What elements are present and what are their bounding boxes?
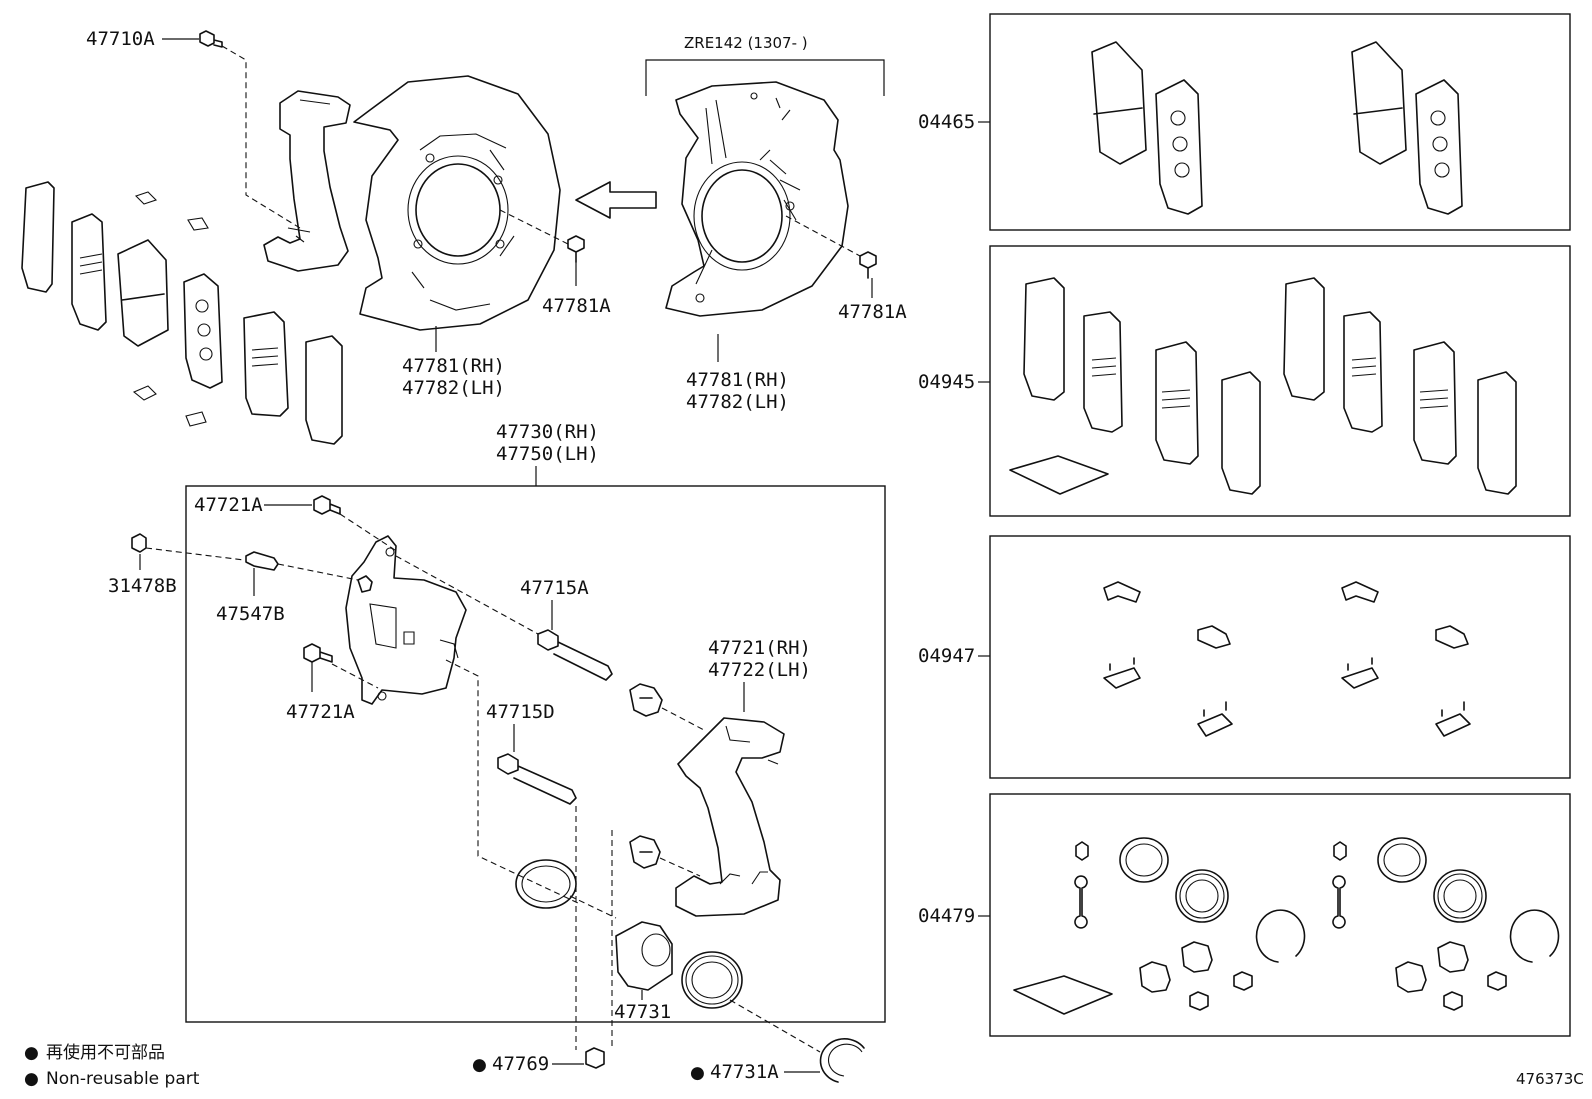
- label-47715D[interactable]: 47715D: [486, 701, 555, 723]
- nut-47769[interactable]: [585, 1047, 605, 1069]
- caliper-body[interactable]: [345, 535, 467, 705]
- pin-boot-upper[interactable]: [629, 683, 663, 717]
- label-47721A-2[interactable]: 47721A: [286, 701, 355, 723]
- bolt-47721A-lower[interactable]: [303, 643, 333, 663]
- bleeder-cap-31478B[interactable]: [131, 533, 147, 553]
- header-note-zre142: ZRE142 (1307- ): [684, 34, 808, 52]
- label-kit-04465[interactable]: 04465: [918, 111, 975, 133]
- label-47781A-1[interactable]: 47781A: [542, 295, 611, 317]
- label-47547B[interactable]: 47547B: [216, 603, 285, 625]
- kit-box-04945: [989, 245, 1571, 517]
- legend-en: Non-reusable part: [46, 1069, 200, 1089]
- kit-box-04947: [989, 535, 1571, 779]
- legend-marker-1: ●: [24, 1043, 39, 1063]
- nonreusable-marker-47731A: ●: [690, 1063, 705, 1083]
- legend: ● 再使用不可部品 ● Non-reusable part: [24, 1042, 200, 1089]
- label-47750-lh[interactable]: 47750(LH): [496, 443, 599, 465]
- label-47721-rh[interactable]: 47721(RH): [708, 637, 811, 659]
- legend-marker-2: ●: [24, 1069, 39, 1089]
- mounting-bracket-ghost: [263, 90, 351, 272]
- label-kit-04947[interactable]: 04947: [918, 645, 975, 667]
- label-47769[interactable]: 47769: [492, 1053, 549, 1075]
- label-47782-lh-2[interactable]: 47782(LH): [686, 391, 789, 413]
- piston-dust-boot[interactable]: [681, 951, 743, 1009]
- slide-pin-47715D[interactable]: [497, 753, 577, 805]
- dust-shield-2[interactable]: [665, 81, 849, 317]
- arrow-left-icon: [575, 181, 657, 219]
- slide-pin-47715A[interactable]: [537, 629, 613, 681]
- label-47782-lh-1[interactable]: 47782(LH): [402, 377, 505, 399]
- caliper-assembly-box: [185, 485, 886, 1023]
- label-47781-rh-1[interactable]: 47781(RH): [402, 355, 505, 377]
- diagram-code: 476373C: [1516, 1070, 1584, 1088]
- kit-box-04479: [989, 793, 1571, 1037]
- bleeder-plug-47547B[interactable]: [245, 551, 279, 571]
- label-47731[interactable]: 47731: [614, 1001, 671, 1023]
- kit-04945-shims: [1009, 277, 1517, 495]
- label-kit-04479[interactable]: 04479: [918, 905, 975, 927]
- bolt-47781A-2[interactable]: [859, 251, 877, 279]
- label-47731A[interactable]: 47731A: [710, 1061, 779, 1083]
- piston-47731[interactable]: [615, 921, 673, 991]
- label-47781A-2[interactable]: 47781A: [838, 301, 907, 323]
- label-47710A[interactable]: 47710A: [86, 28, 155, 50]
- label-kit-04945[interactable]: 04945: [918, 371, 975, 393]
- label-31478B[interactable]: 31478B: [108, 575, 177, 597]
- caliper-mounting-bracket[interactable]: [675, 717, 785, 917]
- label-47721A-1[interactable]: 47721A: [194, 494, 263, 516]
- kit-04465-pads: [1091, 41, 1463, 215]
- piston-seal[interactable]: [515, 859, 577, 909]
- dust-shield-1[interactable]: [353, 75, 561, 331]
- kit-04947-clips: [1103, 581, 1471, 737]
- label-47722-lh[interactable]: 47722(LH): [708, 659, 811, 681]
- bolt-47781A-1[interactable]: [567, 235, 585, 263]
- nonreusable-marker-47769: ●: [472, 1055, 487, 1075]
- legend-jp: 再使用不可部品: [46, 1042, 165, 1063]
- label-47730-rh[interactable]: 47730(RH): [496, 421, 599, 443]
- label-47715A[interactable]: 47715A: [520, 577, 589, 599]
- kit-box-04465: [989, 13, 1571, 231]
- snap-ring-47731A[interactable]: [819, 1038, 865, 1083]
- bolt-47710A[interactable]: [199, 30, 223, 48]
- label-47781-rh-2[interactable]: 47781(RH): [686, 369, 789, 391]
- kit-04479-seals: [1013, 837, 1560, 1015]
- brake-pad-set-left: [21, 181, 343, 445]
- pin-boot-lower[interactable]: [629, 835, 661, 869]
- bolt-47721A-upper[interactable]: [313, 495, 341, 515]
